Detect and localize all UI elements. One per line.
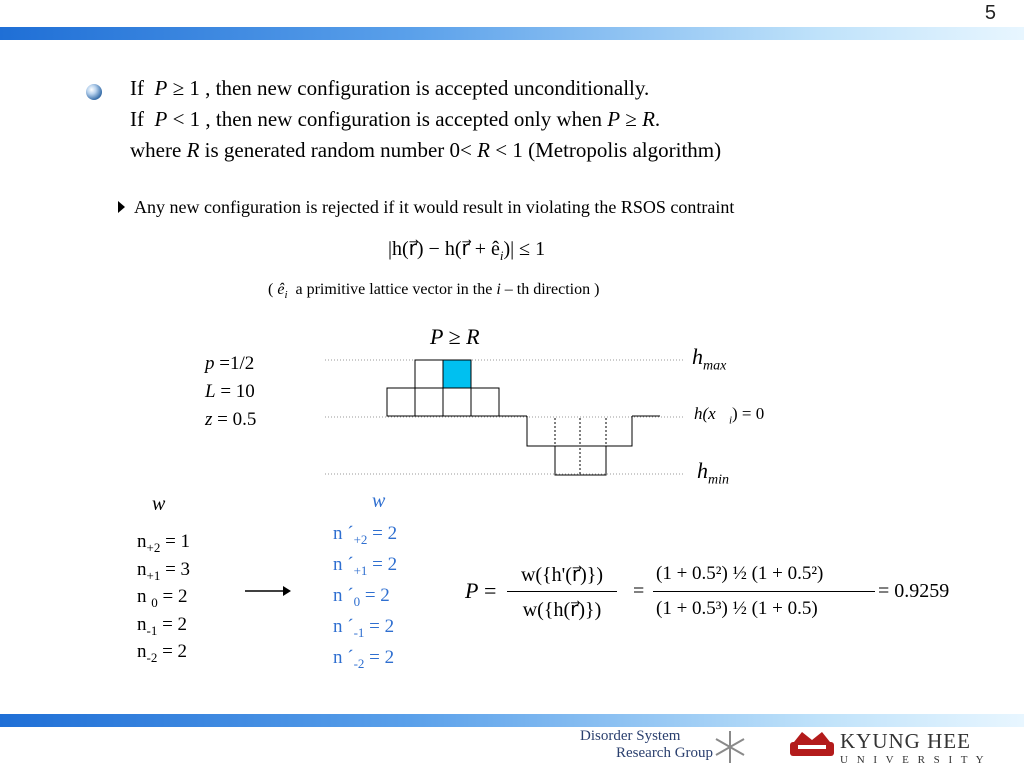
condition-line-1: If P ≥ 1 , then new configuration is acc… [130, 76, 650, 100]
highlighted-cell [442, 359, 472, 389]
cell [386, 387, 416, 417]
cell [414, 387, 444, 417]
n-right-row: n ´-1 = 2 [333, 616, 395, 640]
cell [470, 387, 500, 417]
depression-outline [554, 446, 607, 476]
header-bar [0, 27, 1024, 40]
prob-numerator: w({h'(r⃗)}) [520, 564, 604, 586]
fraction-line [507, 591, 617, 592]
rsos-constraint-text: Any new configuration is rejected if it … [134, 197, 735, 217]
w-left-label: w [152, 493, 166, 515]
bullet-icon [86, 84, 102, 100]
n-left-row: n-2 = 2 [137, 641, 188, 665]
n-left-row: n+1 = 3 [137, 558, 191, 583]
param-p: p =1/2 [205, 353, 255, 374]
condition-line-3: where R is generated random number 0< R … [130, 138, 722, 162]
dsrg-logo: Disorder System Research Group [580, 728, 714, 761]
kyung-hee-logo: KYUNG HEE U N I V E R S I T Y [840, 729, 987, 766]
prob-P: P = [465, 578, 497, 603]
n-right-row: n ´0 = 2 [333, 585, 390, 609]
w-right-label: w [372, 490, 386, 512]
rsos-constraint-formula: |h(r⃗) − h(r⃗ + êi)| ≤ 1 [388, 238, 546, 263]
result-value: = 0.9259 [878, 580, 950, 602]
lattice-vector-note: ( êi a primitive lattice vector in the i… [268, 281, 600, 302]
arrow-right-icon [245, 586, 291, 596]
param-L: L = 10 [205, 381, 255, 402]
hmin-label: hmin [697, 458, 729, 488]
param-z: z = 0.5 [205, 409, 257, 430]
ratio-denominator: (1 + 0.5³) ½ (1 + 0.5) [656, 598, 818, 619]
n-left-row: n+2 = 1 [137, 531, 191, 555]
condition-line-2: If P < 1 , then new configuration is acc… [130, 107, 661, 131]
page-number: 5 [984, 2, 996, 24]
snowflake-icon [715, 731, 745, 763]
ratio-numerator: (1 + 0.5²) ½ (1 + 0.5²) [656, 563, 824, 584]
hmax-label: hmax [692, 344, 727, 374]
n-right-row: n ´-2 = 2 [333, 647, 395, 671]
n-left-row: n 0 = 2 [137, 586, 188, 610]
n-right-row: n ´+2 = 2 [333, 523, 398, 547]
university-seal-icon [790, 732, 834, 756]
prob-denominator: w({h(r⃗)}) [522, 599, 602, 621]
n-left-row: n-1 = 2 [137, 613, 188, 638]
footer-bar [0, 714, 1024, 727]
cell [414, 359, 444, 389]
diagram-title: P ≥ R [430, 324, 480, 349]
fraction-line [653, 591, 875, 592]
cell [442, 387, 472, 417]
h0-label: h(x⃗i) = 0 [694, 404, 765, 427]
depression-outline [526, 416, 633, 447]
n-right-row: n ´+1 = 2 [333, 554, 398, 578]
triangle-bullet-icon [118, 201, 125, 213]
equals-sign: = [633, 580, 645, 602]
